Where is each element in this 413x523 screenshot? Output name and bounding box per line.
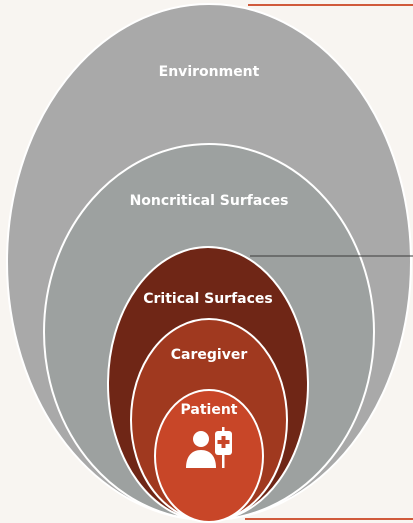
environment-label: Environment [159, 64, 260, 80]
patient-iv-icon [186, 427, 232, 468]
caregiver-label: Caregiver [171, 347, 248, 363]
critical-surfaces-label: Critical Surfaces [143, 291, 273, 307]
noncritical-surfaces-label: Noncritical Surfaces [130, 193, 289, 209]
patient-label: Patient [181, 402, 238, 418]
